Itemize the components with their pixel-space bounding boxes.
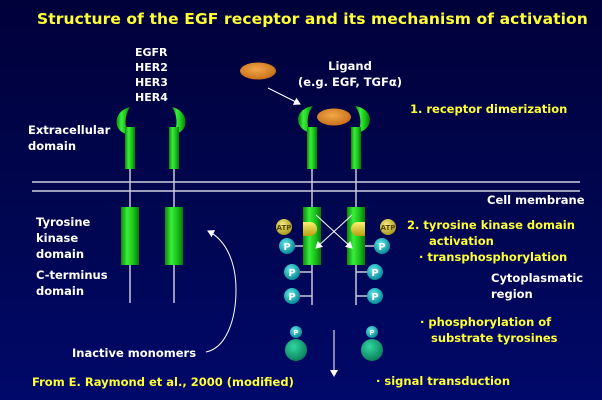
receptor-her4: HER4 [135, 91, 168, 104]
ct-line1: C-terminus [36, 268, 108, 282]
active-receptor-right [347, 106, 370, 305]
svg-text:P: P [283, 242, 290, 253]
extracellular-line1: Extracellular [28, 123, 111, 137]
receptor-her2: HER2 [135, 61, 168, 74]
step-2-kinase-activation: 2. tyrosine kinase domain activation · t… [407, 217, 575, 265]
substrate-left: P [285, 326, 307, 361]
svg-text:ATP: ATP [277, 224, 292, 232]
cytoplasmic-line1: Cytoplasmatic [491, 271, 584, 285]
ligand-label-line1: Ligand [328, 59, 372, 73]
slide-title: Structure of the EGF receptor and its me… [37, 10, 588, 28]
free-ligand [240, 62, 276, 80]
svg-text:P: P [371, 292, 378, 303]
inactive-monomer-1 [116, 107, 139, 303]
step-1-dimerization: 1. receptor dimerization [410, 102, 568, 116]
ligand-binding-arrow [267, 87, 301, 105]
cytoplasmic-line2: region [491, 287, 533, 301]
ligand-label-line2: (e.g. EGF, TGFα) [298, 75, 402, 89]
receptor-egfr: EGFR [135, 46, 168, 59]
substrate-right: P [361, 326, 383, 361]
tk-line1: Tyrosine [36, 215, 91, 229]
step-2-line2: activation [429, 234, 494, 248]
svg-text:ATP: ATP [381, 224, 396, 232]
svg-text:P: P [369, 329, 374, 337]
receptor-her3: HER3 [135, 76, 168, 89]
extracellular-domain-label: Extracellular domain [28, 122, 110, 154]
atp-right: ATP [380, 219, 396, 235]
inactive-monomers-label: Inactive monomers [72, 346, 197, 360]
step-2-transphosphorylation: · transphosphorylation [419, 250, 568, 264]
active-receptor-left [298, 106, 321, 305]
svg-text:P: P [288, 292, 295, 303]
svg-text:P: P [371, 268, 378, 279]
cell-membrane-label: Cell membrane [487, 193, 585, 207]
extracellular-line2: domain [28, 139, 77, 153]
phosphates-left: P P P [279, 238, 312, 304]
cell-membrane [32, 181, 580, 192]
step-2-line1: 2. tyrosine kinase domain [407, 218, 575, 232]
cytoplasmic-region-label: Cytoplasmatic region [491, 270, 583, 302]
ct-line2: domain [36, 284, 85, 298]
transphosphorylation-arrows [315, 214, 353, 249]
signal-transduction-label: · signal transduction [376, 374, 511, 388]
citation: From E. Raymond et al., 2000 (modified) [32, 375, 294, 389]
substrate-line2: substrate tyrosines [431, 331, 558, 345]
tk-line3: domain [36, 247, 85, 261]
tyrosine-kinase-domain-label: Tyrosine kinase domain [36, 214, 90, 262]
ligand-label: Ligand (e.g. EGF, TGFα) [290, 58, 410, 90]
svg-text:P: P [378, 242, 385, 253]
receptor-family-list: EGFR HER2 HER3 HER4 [135, 45, 168, 105]
activation-curve-arrow [205, 230, 237, 353]
bound-ligand [317, 108, 351, 126]
svg-text:P: P [293, 329, 298, 337]
inactive-monomer-2 [165, 107, 186, 303]
substrate-line1: · phosphorylation of [420, 315, 552, 329]
tk-line2: kinase [36, 231, 79, 245]
phosphates-right: P P P [356, 238, 390, 304]
atp-left: ATP [276, 219, 292, 235]
svg-text:P: P [288, 268, 295, 279]
c-terminus-domain-label: C-terminus domain [36, 267, 108, 299]
substrate-phosphorylation-label: · phosphorylation of substrate tyrosines [420, 314, 558, 346]
